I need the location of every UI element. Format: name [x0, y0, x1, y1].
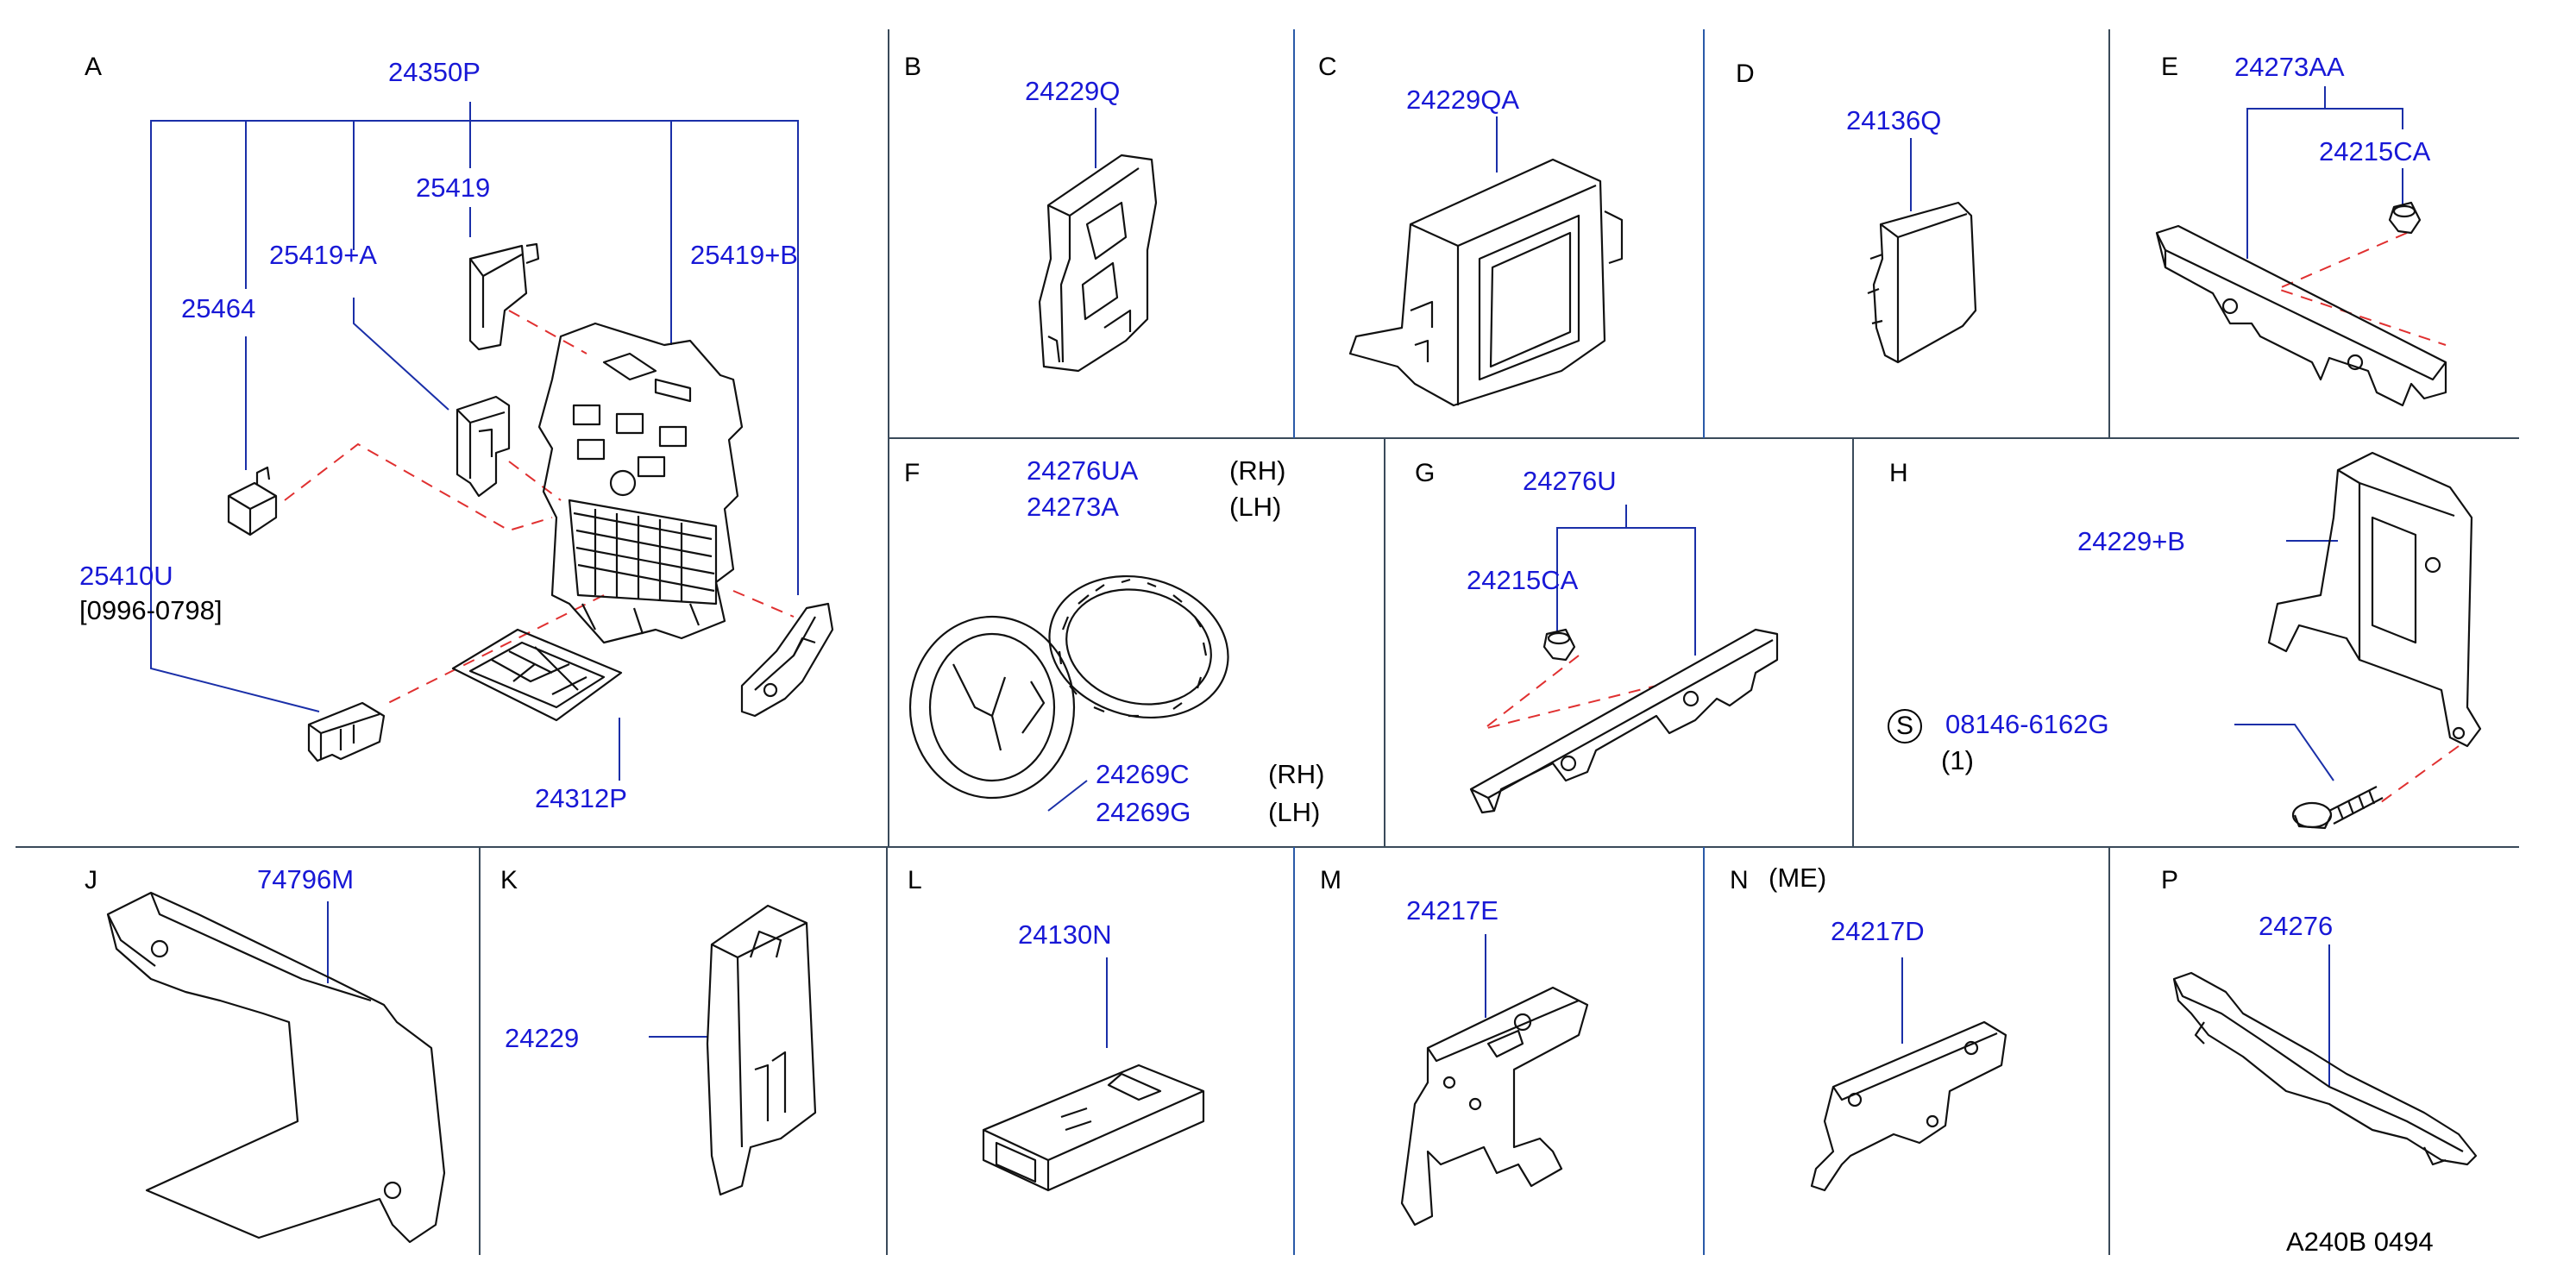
sheet-code: A240B 0494: [2286, 1227, 2434, 1257]
panel-letter-N: N: [1730, 866, 1749, 894]
leader-24269C: [1047, 780, 1088, 812]
screw-symbol: S: [1888, 709, 1922, 744]
panel-letter-H: H: [1889, 459, 1908, 487]
guide-line: [1483, 655, 1657, 730]
label-24130N: 24130N: [1018, 919, 1112, 950]
panel-letters: A B C D E F G H J K L M N P: [85, 53, 2178, 894]
label-24217D: 24217D: [1831, 916, 1925, 946]
panel-letter-A: A: [85, 53, 102, 81]
label-24229QA: 24229QA: [1406, 85, 1519, 115]
leader-24273AA: [2246, 108, 2403, 259]
label-24217E: 24217E: [1406, 895, 1498, 925]
guide-line: [2275, 232, 2447, 346]
label-24215CA-E: 24215CA: [2319, 136, 2431, 166]
label-24276UA: 24276UA: [1027, 455, 1139, 486]
assembly-guides: [284, 232, 2460, 803]
part-74796M-drawing: [106, 891, 446, 1244]
label-24350P: 24350P: [388, 57, 481, 87]
part-drawings: [106, 154, 2482, 1244]
leader-24350P: [150, 120, 799, 634]
part-24229QA-drawing: [1348, 158, 1624, 407]
part-24229B-drawing: [2267, 451, 2482, 748]
label-24229Q: 24229Q: [1025, 76, 1121, 106]
panel-letter-M: M: [1320, 866, 1341, 894]
part-24273AA-drawing: [2155, 224, 2447, 407]
leader-25419A-tip: [353, 298, 449, 411]
part-24217E-drawing: [1400, 986, 1589, 1227]
label-25419A: 25419+A: [269, 240, 377, 270]
label-24269G: 24269G: [1096, 797, 1191, 827]
label-24215CA-G: 24215CA: [1467, 565, 1579, 595]
label-24229B: 24229+B: [2077, 526, 2185, 556]
label-lh-1: (LH): [1229, 492, 1282, 522]
label-24312P: 24312P: [535, 783, 627, 813]
label-25419: 25419: [416, 173, 491, 203]
panel-letter-P: P: [2161, 866, 2178, 894]
part-24276-drawing: [2172, 971, 2478, 1166]
bracket-25419B-drawing: [740, 602, 834, 718]
label-25464: 25464: [181, 293, 256, 323]
guide-line: [284, 442, 553, 532]
label-rh-1: (RH): [1229, 455, 1286, 486]
panel-letter-D: D: [1736, 60, 1755, 88]
guide-line: [387, 594, 605, 704]
part-24229-drawing: [706, 904, 817, 1196]
fuse-block-drawing: [537, 322, 744, 644]
panel-letter-G: G: [1415, 459, 1435, 487]
panel-letter-J: J: [85, 866, 97, 894]
panel-N-suffix: (ME): [1769, 863, 1827, 893]
label-24229: 24229: [505, 1023, 580, 1053]
label-24276: 24276: [2259, 911, 2334, 941]
label-24273A: 24273A: [1027, 492, 1119, 522]
connector-25410U-drawing: [307, 701, 386, 762]
part-24136Q-drawing: [1867, 201, 1977, 364]
label-25419B: 25419+B: [690, 240, 798, 270]
label-24273AA: 24273AA: [2234, 52, 2345, 82]
cover-24312P-drawing: [451, 628, 623, 722]
guide-line: [732, 590, 795, 618]
relay-25419A-drawing: [456, 395, 511, 498]
part-24217D-drawing: [1810, 1020, 2007, 1192]
leader-08146: [2234, 724, 2334, 781]
panel-letter-E: E: [2161, 53, 2178, 81]
screw-08146-drawing: [2291, 786, 2384, 830]
clip-24215CA-G-drawing: [1542, 628, 1576, 662]
label-74796M: 74796M: [257, 864, 355, 894]
guide-line: [2380, 745, 2460, 803]
panel-letter-L: L: [908, 866, 922, 894]
guide-line: [508, 310, 587, 355]
label-rh-2: (RH): [1268, 759, 1325, 789]
clip-24215CA-E-drawing: [2388, 201, 2422, 235]
panel-letter-K: K: [500, 866, 518, 894]
part-24229Q-drawing: [1038, 154, 1158, 373]
grommet-rings-drawing: [908, 574, 1229, 800]
part-24276U-drawing: [1469, 628, 1779, 814]
guide-line: [508, 461, 562, 501]
label-24269C: 24269C: [1096, 759, 1190, 789]
panel-letter-B: B: [904, 53, 921, 81]
fuse-25464-drawing: [227, 466, 278, 536]
label-lh-2: (LH): [1268, 797, 1321, 827]
label-08146-6162G: 08146-6162G: [1945, 709, 2109, 739]
relay-25419-drawing: [468, 242, 540, 351]
panel-letter-F: F: [904, 459, 920, 487]
leader-lines: [150, 86, 2403, 1087]
leader-25410U: [150, 634, 320, 712]
label-date-range: [0996-0798]: [79, 595, 223, 625]
label-screw-qty: (1): [1941, 745, 1974, 775]
label-25410U: 25410U: [79, 561, 173, 591]
label-24276U: 24276U: [1523, 466, 1617, 496]
part-24130N-drawing: [982, 1064, 1205, 1192]
panel-grid-lines: [16, 29, 2519, 1255]
panel-letter-C: C: [1318, 53, 1337, 81]
label-24136Q: 24136Q: [1846, 105, 1942, 135]
